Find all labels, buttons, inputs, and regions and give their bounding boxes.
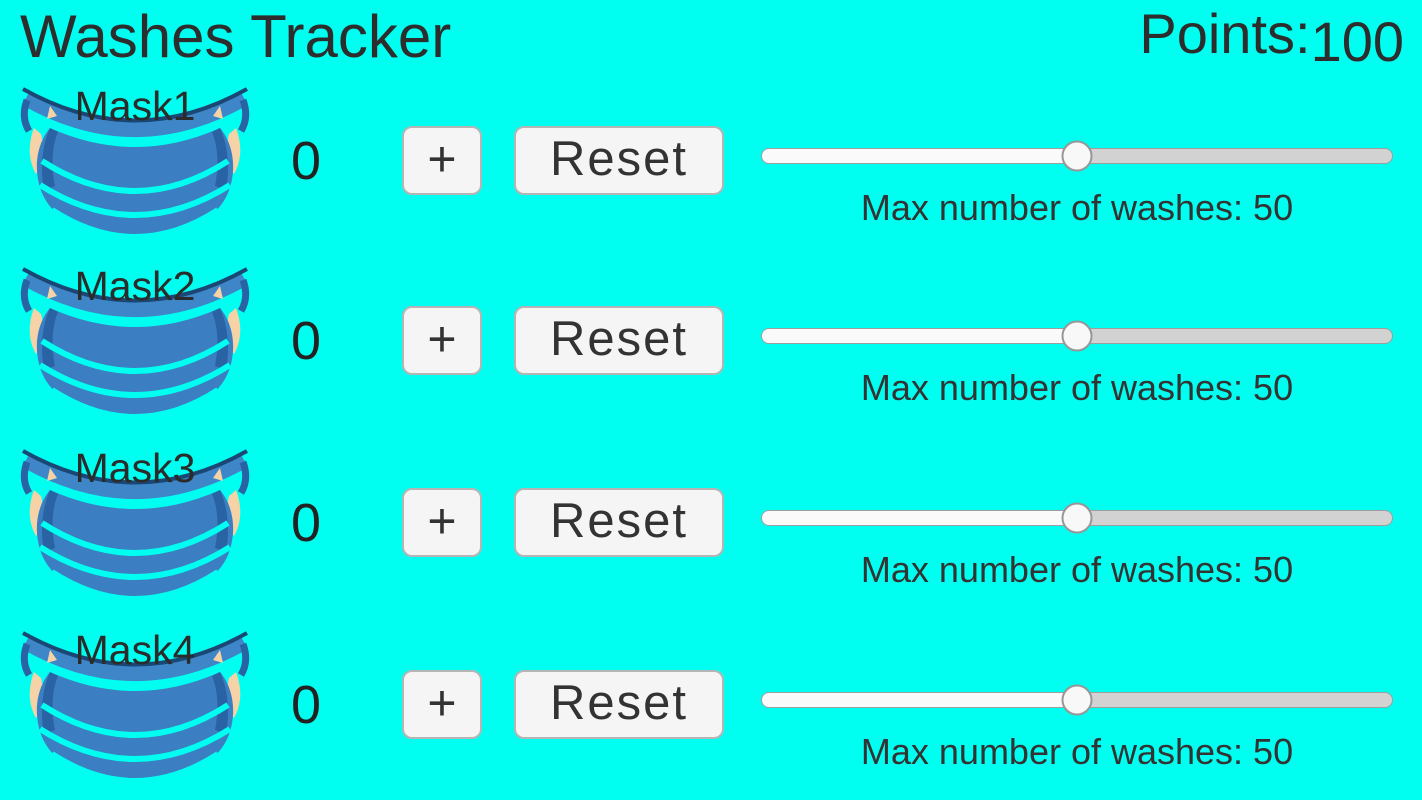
reset-button[interactable]: Reset <box>514 306 724 375</box>
increment-button[interactable]: + <box>402 306 482 375</box>
face-mask-icon <box>20 267 250 420</box>
mask-label: Mask1 <box>74 83 196 129</box>
mask-label: Mask4 <box>74 627 196 673</box>
mask-row: Mask2 0 + Reset Max number of washes: 50 <box>0 248 1422 431</box>
mask-row: Mask3 0 + Reset Max number of washes: 50 <box>0 430 1422 613</box>
mask-icon: Mask1 <box>20 68 250 246</box>
page-title: Washes Tracker <box>20 3 452 70</box>
mask-label: Mask3 <box>74 445 196 491</box>
max-washes-slider[interactable] <box>761 684 1393 716</box>
increment-button[interactable]: + <box>402 670 482 739</box>
wash-count: 0 <box>290 675 322 735</box>
wash-count: 0 <box>290 131 322 191</box>
increment-button[interactable]: + <box>402 488 482 557</box>
mask-icon: Mask2 <box>20 248 250 426</box>
points-value: 100 <box>1310 10 1404 73</box>
max-washes-caption: Max number of washes: 50 <box>860 549 1294 590</box>
mask-row: Mask1 0 + Reset Max number of washes: 50 <box>0 68 1422 251</box>
reset-button[interactable]: Reset <box>514 488 724 557</box>
face-mask-icon <box>20 87 250 240</box>
slider-fill <box>762 693 1077 707</box>
increment-button[interactable]: + <box>402 126 482 195</box>
face-mask-icon <box>20 449 250 602</box>
slider-fill <box>762 149 1077 163</box>
max-washes-caption: Max number of washes: 50 <box>860 731 1294 772</box>
mask-icon: Mask3 <box>20 430 250 608</box>
max-washes-slider[interactable] <box>761 320 1393 352</box>
mask-label: Mask2 <box>74 263 196 309</box>
max-washes-caption: Max number of washes: 50 <box>860 367 1294 408</box>
max-washes-group: Max number of washes: 50 <box>761 430 1393 613</box>
max-washes-slider[interactable] <box>761 140 1393 172</box>
slider-thumb[interactable] <box>1061 684 1093 716</box>
mask-icon: Mask4 <box>20 612 250 790</box>
max-washes-caption: Max number of washes: 50 <box>860 187 1294 228</box>
mask-row: Mask4 0 + Reset Max number of washes: 50 <box>0 612 1422 795</box>
slider-thumb[interactable] <box>1061 320 1093 352</box>
wash-count: 0 <box>290 311 322 371</box>
reset-button[interactable]: Reset <box>514 126 724 195</box>
reset-button[interactable]: Reset <box>514 670 724 739</box>
slider-thumb[interactable] <box>1061 502 1093 534</box>
slider-thumb[interactable] <box>1061 140 1093 172</box>
max-washes-group: Max number of washes: 50 <box>761 612 1393 795</box>
points-label: Points: <box>1139 2 1311 65</box>
wash-count: 0 <box>290 493 322 553</box>
slider-fill <box>762 329 1077 343</box>
max-washes-group: Max number of washes: 50 <box>761 248 1393 431</box>
points-display: Points: 100 <box>1139 2 1404 70</box>
slider-fill <box>762 511 1077 525</box>
max-washes-slider[interactable] <box>761 502 1393 534</box>
max-washes-group: Max number of washes: 50 <box>761 68 1393 251</box>
face-mask-icon <box>20 631 250 784</box>
